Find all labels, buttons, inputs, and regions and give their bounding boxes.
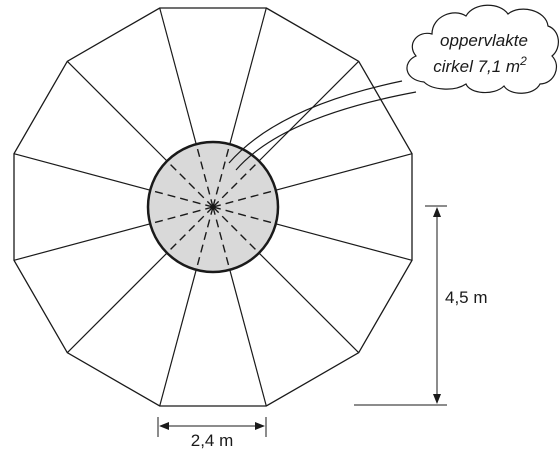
circle-dashed-radius-11 <box>168 162 214 208</box>
callout-pointer-upper <box>228 80 403 164</box>
height-arrow-bottom <box>433 394 441 404</box>
callout-line-2-text: cirkel 7,1 m <box>433 57 520 76</box>
callout-line-2: cirkel 7,1 m2 <box>433 54 527 76</box>
triangle-divider-3 <box>275 153 413 191</box>
triangle-divider-2 <box>258 60 360 162</box>
circle-dashed-radius-2 <box>212 162 258 208</box>
height-label: 4,5 m <box>445 288 488 307</box>
circle-dashed-radius-1 <box>212 146 230 208</box>
callout-cloud <box>406 4 559 94</box>
circle-dashed-radius-8 <box>168 206 214 252</box>
triangle-divider-12 <box>159 7 197 145</box>
circle-dashed-radius-9 <box>152 206 214 224</box>
triangle-divider-7 <box>159 269 197 407</box>
triangle-divider-10 <box>13 153 151 191</box>
triangle-divider-4 <box>275 223 413 261</box>
triangle-divider-9 <box>13 223 151 261</box>
height-arrow-top <box>433 207 441 217</box>
triangle-divider-5 <box>258 252 360 354</box>
callout-superscript: 2 <box>519 54 527 68</box>
triangle-divider-8 <box>66 252 168 354</box>
triangle-divider-1 <box>229 7 267 145</box>
circle-dashed-radius-7 <box>196 206 214 268</box>
width-arrow-right <box>255 422 265 430</box>
circle-dashed-sectors <box>152 146 274 268</box>
circle-dashed-radius-12 <box>196 146 214 208</box>
triangle-divider-11 <box>66 60 168 162</box>
circle-dashed-radius-6 <box>212 206 230 268</box>
triangle-divider-6 <box>229 269 267 407</box>
triangle-dividers <box>13 7 413 407</box>
circle-dashed-radius-5 <box>212 206 258 252</box>
width-arrow-left <box>159 422 169 430</box>
callout-line-1: oppervlakte <box>440 31 528 50</box>
callout-pointer-lower <box>235 91 417 171</box>
circle-dashed-radius-10 <box>152 190 214 208</box>
width-label: 2,4 m <box>191 431 234 450</box>
circle-dashed-radius-3 <box>212 190 274 208</box>
circle-dashed-radius-4 <box>212 206 274 224</box>
